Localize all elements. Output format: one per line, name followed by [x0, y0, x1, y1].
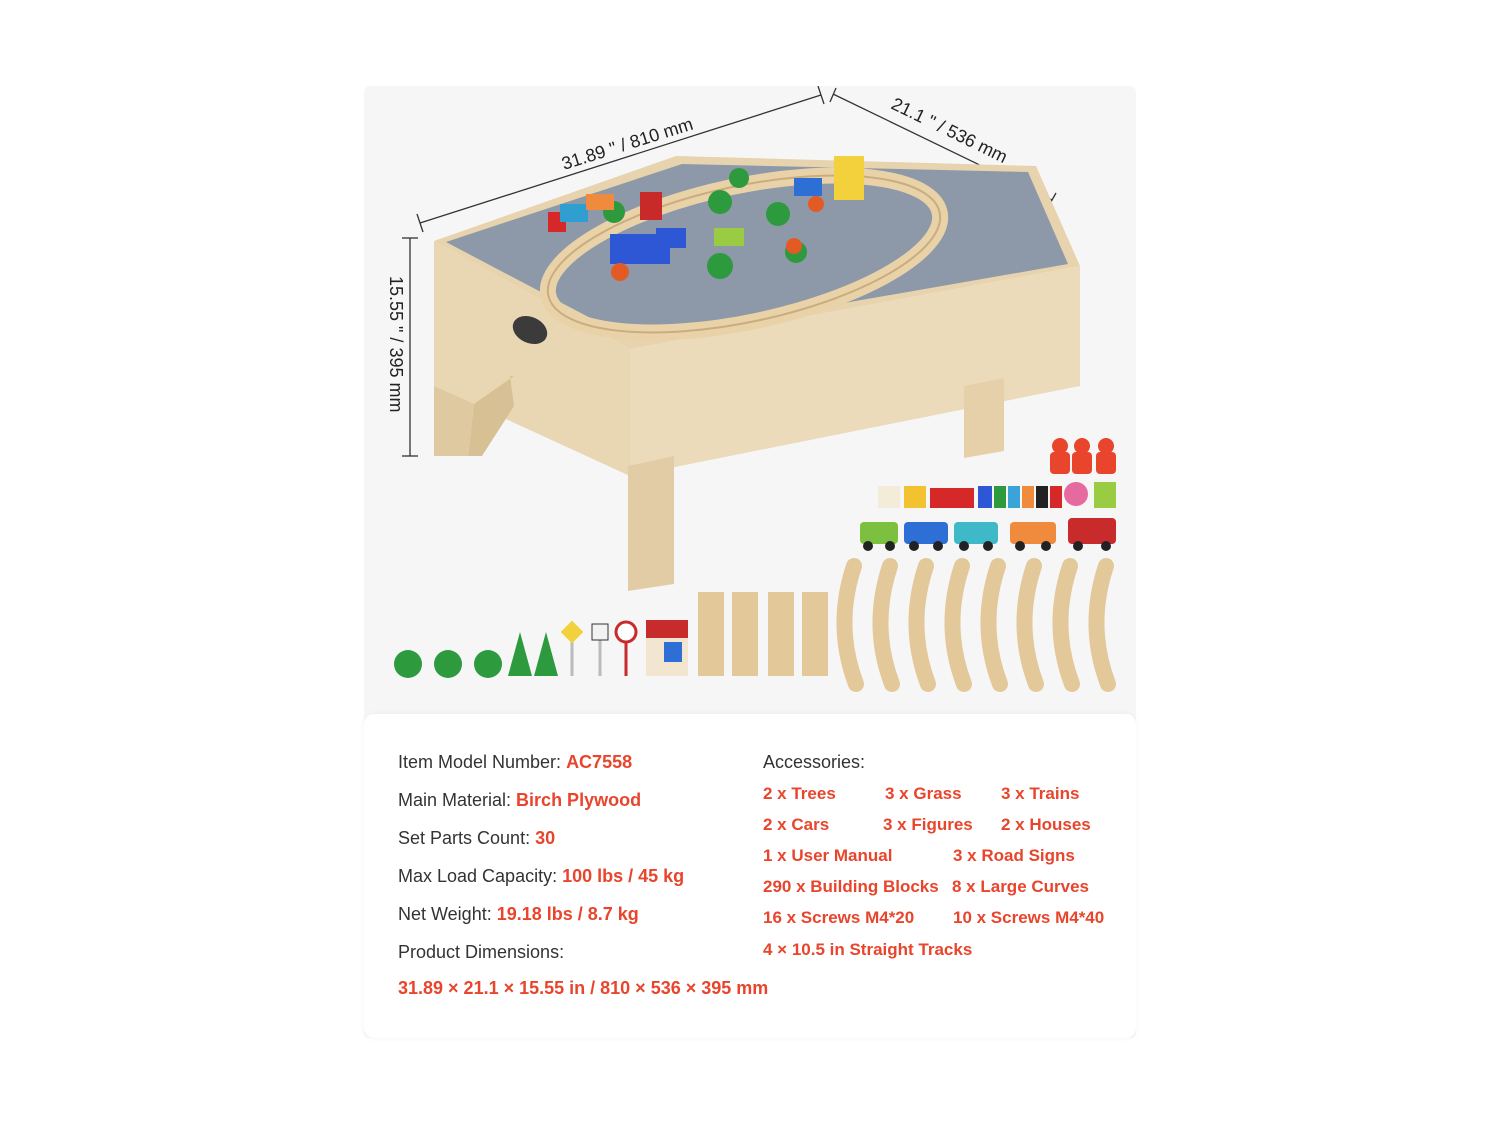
accessory-item: 3 x Grass — [885, 784, 962, 803]
specifications-panel: Item Model Number: AC7558 Main Material:… — [364, 714, 1136, 1038]
spec-net-weight: Net Weight: 19.18 lbs / 8.7 kg — [398, 904, 639, 925]
spec-max-load: Max Load Capacity: 100 lbs / 45 kg — [398, 866, 684, 887]
building-blocks-accessory — [878, 482, 1116, 508]
accessory-item: 4 × 10.5 in Straight Tracks — [763, 940, 973, 959]
accessory-item: 2 x Trees — [763, 784, 836, 803]
accessories-title: Accessories: — [763, 752, 866, 772]
spec-label: Max Load Capacity: — [398, 866, 563, 886]
spec-parts-count: Set Parts Count: 30 — [398, 828, 555, 849]
product-dimensions-value: 31.89 × 21.1 × 15.55 in / 810 × 536 × 39… — [398, 978, 769, 998]
house-accessory — [646, 620, 688, 676]
spec-value: 19.18 lbs / 8.7 kg — [496, 904, 639, 924]
spec-value: 30 — [535, 828, 556, 848]
spec-model-number: Item Model Number: AC7558 — [398, 752, 632, 773]
figures-accessory — [1050, 438, 1116, 474]
spec-label: Product Dimensions: — [398, 942, 565, 962]
accessory-item: 290 x Building Blocks — [763, 877, 939, 896]
height-dimension-label: 15.55 " / 395 mm — [386, 276, 406, 412]
table-figures — [611, 196, 824, 281]
spec-product-dimensions: Product Dimensions: — [398, 942, 564, 963]
accessory-item: 8 x Large Curves — [952, 877, 1090, 896]
spec-label: Main Material: — [398, 790, 517, 810]
spec-label: Net Weight: — [398, 904, 497, 924]
accessory-item: 16 x Screws M4*20 — [763, 908, 915, 927]
table-blocks — [548, 156, 864, 264]
accessory-item: 3 x Figures — [883, 815, 973, 834]
dimension-lines — [402, 86, 1057, 457]
road-signs-accessory — [560, 620, 638, 676]
spec-value: Birch Plywood — [516, 790, 642, 810]
trains-accessory — [860, 518, 1116, 551]
accessory-item: 2 x Houses — [1001, 815, 1091, 834]
accessory-item: 3 x Road Signs — [953, 846, 1075, 865]
spec-label: Set Parts Count: — [398, 828, 536, 848]
accessory-item: 3 x Trains — [1001, 784, 1080, 803]
accessory-item: 1 x User Manual — [763, 846, 893, 865]
spec-material: Main Material: Birch Plywood — [398, 790, 641, 811]
accessory-item: 10 x Screws M4*40 — [953, 908, 1105, 927]
accessory-item: 2 x Cars — [763, 815, 830, 834]
spec-label: Item Model Number: — [398, 752, 567, 772]
trees-grass-accessory — [394, 632, 558, 678]
spec-value: AC7558 — [566, 752, 633, 772]
product-image: 31.89 " / 810 mm 21.1 " / 536 mm 15.55 "… — [386, 86, 1116, 692]
play-table — [434, 156, 1080, 591]
straight-tracks-accessory — [698, 592, 828, 676]
large-curves-accessory — [836, 558, 1116, 692]
spec-value: 100 lbs / 45 kg — [562, 866, 685, 886]
